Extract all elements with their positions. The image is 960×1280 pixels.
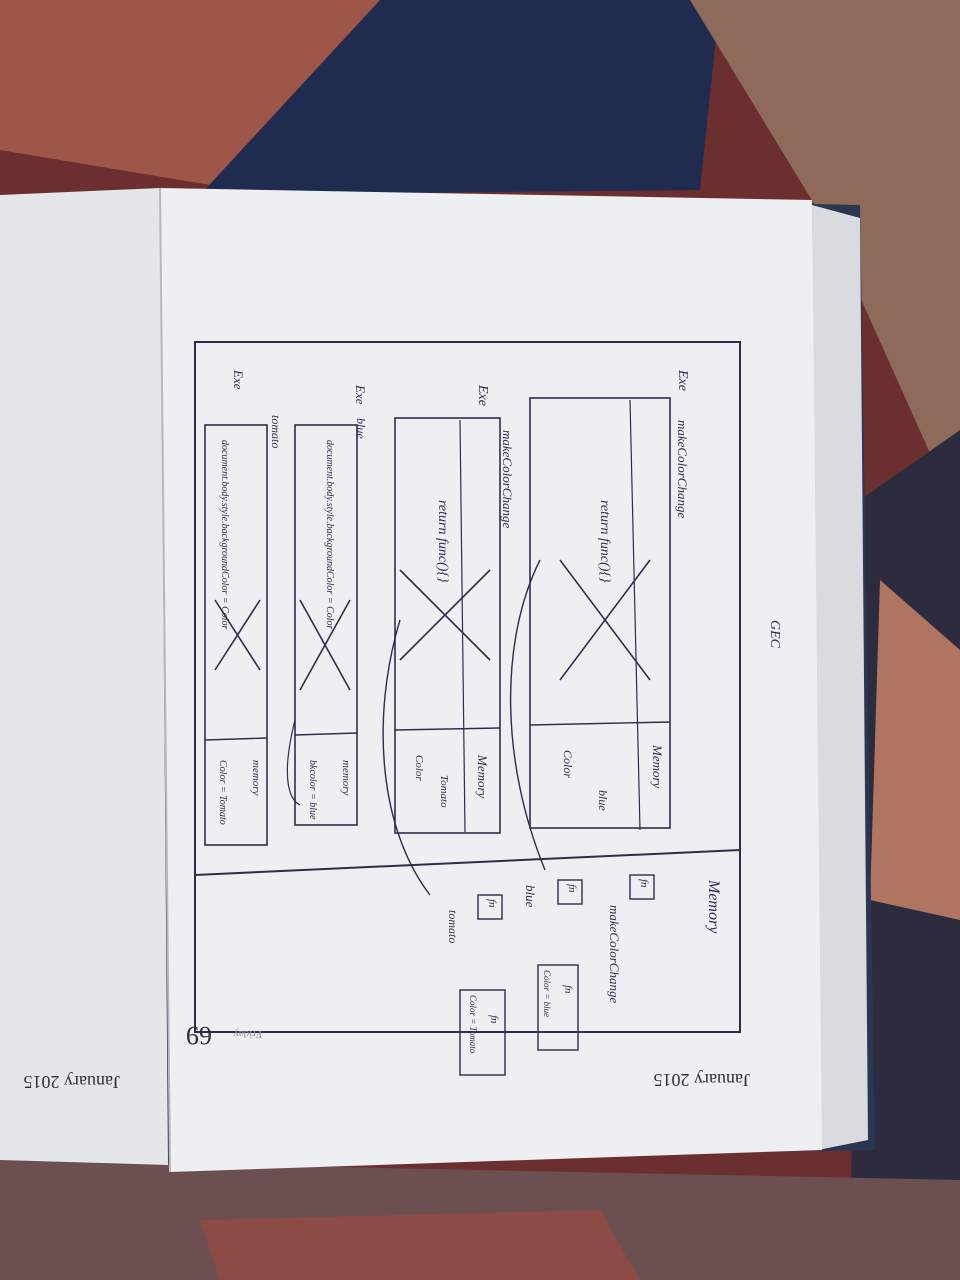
exec-3-label: Exe bbox=[352, 385, 368, 404]
global-fn-1-name: makeColorChange bbox=[606, 905, 622, 1003]
exec-2-function-name: makeColorChange bbox=[499, 430, 515, 528]
global-fn-1-kind: fn bbox=[638, 879, 650, 888]
global-fn-3-kind: fn bbox=[562, 985, 574, 994]
weekday-label: Friday bbox=[233, 1028, 262, 1040]
exec-3-memory-label: memory bbox=[340, 760, 352, 795]
exec-4-memory-entry-1: Color = Tomato bbox=[217, 760, 228, 825]
exec-4-label: Exe bbox=[230, 370, 246, 389]
month-caption-left: January 2015 bbox=[24, 1071, 120, 1092]
exec-4-function-name: tomato bbox=[268, 415, 283, 448]
exec-1-label: Exe bbox=[674, 370, 690, 391]
exec-4-code-line: document.body.style.backgroundColor = Co… bbox=[219, 440, 230, 629]
blanket-stripe-7 bbox=[200, 1210, 640, 1280]
left-page bbox=[0, 188, 168, 1165]
exec-2-label: Exe bbox=[474, 385, 490, 406]
exec-4-memory-label: memory bbox=[250, 760, 262, 795]
exec-2-code-line: return func(){} bbox=[434, 500, 450, 583]
right-page bbox=[160, 188, 822, 1172]
global-fn-5-kind: fn bbox=[488, 1015, 500, 1024]
exec-2-memory-entry-2: Tomato bbox=[438, 775, 450, 808]
exec-1-memory-entry-2: blue bbox=[595, 790, 610, 811]
outer-frame-label: GEC bbox=[766, 620, 782, 648]
page-number: 69 bbox=[186, 1020, 212, 1050]
exec-1-code-line: return func(){} bbox=[596, 500, 612, 583]
global-fn-4-name: tomato bbox=[445, 910, 460, 943]
global-fn-4-kind: fn bbox=[486, 899, 498, 908]
exec-1-memory-label: Memory bbox=[649, 745, 665, 788]
month-caption-right: January 2015 bbox=[654, 1069, 750, 1090]
exec-3-memory-entry-1: bkcolor = blue bbox=[307, 760, 318, 820]
exec-1-function-name: makeColorChange bbox=[674, 420, 690, 518]
global-fn-5-name: Color = Tomato bbox=[468, 995, 478, 1053]
exec-2-memory-entry-1: Color bbox=[413, 755, 425, 781]
global-fn-2-kind: fn bbox=[566, 884, 578, 893]
exec-1-memory-entry-1: Color bbox=[560, 750, 575, 778]
exec-3-function-name: blue bbox=[353, 418, 368, 439]
exec-3-code-line: document.body.style.backgroundColor = Co… bbox=[324, 440, 335, 629]
memory-column-label: Memory bbox=[704, 880, 722, 933]
exec-2-memory-label: Memory bbox=[474, 755, 490, 798]
global-fn-2-name: blue bbox=[522, 885, 538, 907]
global-fn-3-name: Color = blue bbox=[542, 970, 552, 1017]
